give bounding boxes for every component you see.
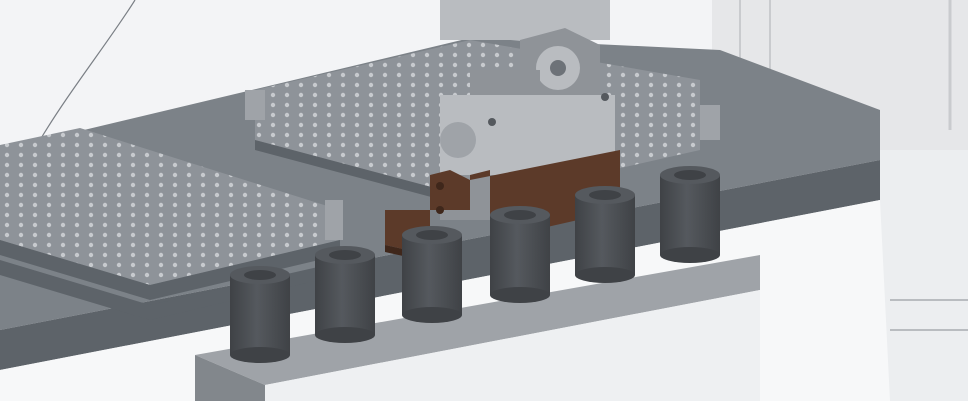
tool-holder: [575, 186, 635, 283]
tool-holder: [660, 166, 720, 263]
tool-holder: [230, 266, 290, 363]
tool-rack: [195, 255, 760, 401]
tool-holder: [490, 206, 550, 303]
tool-holders: [230, 166, 720, 363]
cable: [39, 0, 136, 141]
tool-holder: [402, 226, 462, 323]
tool-holder: [315, 246, 375, 343]
